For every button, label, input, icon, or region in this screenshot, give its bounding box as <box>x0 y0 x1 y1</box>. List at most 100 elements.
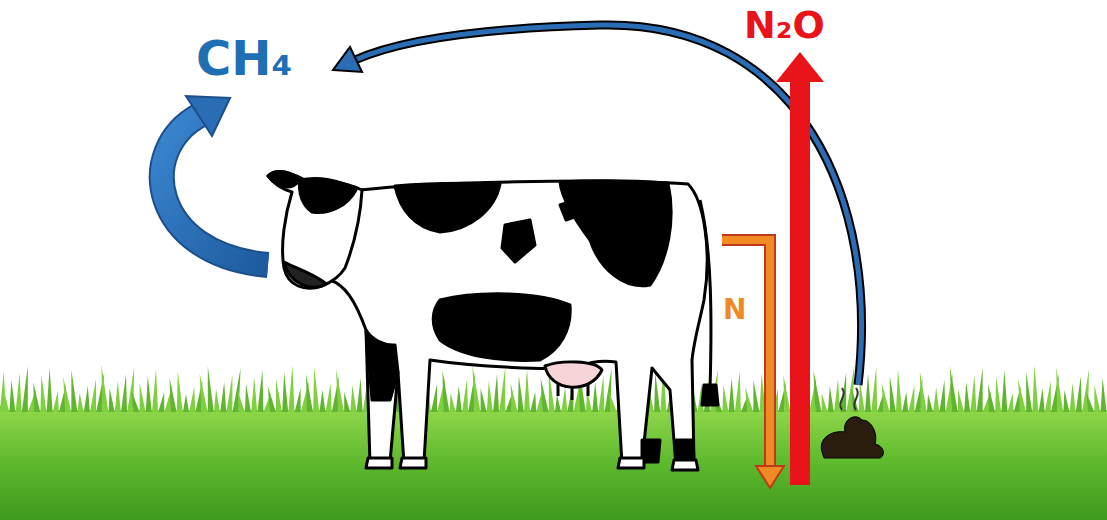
grass-blade <box>729 378 735 412</box>
grass-blade <box>1086 392 1094 412</box>
grass-blade <box>530 392 536 412</box>
grass-blade <box>109 388 115 412</box>
nitrogen-arrowhead <box>756 466 784 488</box>
grass-blade <box>214 389 220 412</box>
grass-blade <box>865 374 871 412</box>
grass-blade <box>344 392 350 412</box>
nitrogen-arrow <box>722 240 770 470</box>
grass-blade <box>950 366 958 412</box>
cow-patch <box>366 330 398 400</box>
grass-blade <box>735 371 741 412</box>
grass-blade <box>22 366 28 412</box>
grass-blade <box>251 377 257 412</box>
grass-blade <box>306 374 313 412</box>
cow-udder <box>545 362 602 387</box>
grass-blade <box>541 378 549 412</box>
cow-patch <box>395 183 500 232</box>
grass-blade <box>101 365 108 412</box>
grass-blade <box>958 389 964 412</box>
grass-blade <box>121 374 127 412</box>
grass-blade <box>357 378 363 412</box>
grass-blade <box>487 381 493 412</box>
grass-blade <box>1008 393 1014 412</box>
grass-blade <box>140 383 146 412</box>
cow-body <box>330 181 707 466</box>
grass-blade <box>245 384 251 412</box>
grass-blade <box>442 370 449 412</box>
grass-blade <box>964 382 970 412</box>
grass-blade <box>902 392 908 412</box>
grass-blade <box>313 367 319 412</box>
grass-blade <box>456 386 462 412</box>
grass-blade <box>499 367 505 412</box>
grass-blade <box>745 387 753 412</box>
grass-blade <box>1101 378 1107 412</box>
nitrous-oxide-label: N₂O <box>744 6 825 44</box>
grass-blade <box>84 386 90 412</box>
grass-blade <box>1070 383 1076 412</box>
grass-blade <box>431 384 437 412</box>
grass-blade <box>1039 388 1045 412</box>
methane-arrowhead <box>186 96 230 136</box>
grass-blade <box>524 369 530 412</box>
grass-blade <box>518 376 524 412</box>
grass-blade <box>896 369 902 412</box>
cow-hooves <box>366 458 698 470</box>
grass-blade <box>890 376 896 412</box>
grass-blade <box>288 365 294 412</box>
grass-blade <box>71 370 77 412</box>
grass-blade <box>183 394 189 412</box>
grass-blade <box>336 369 344 412</box>
grass-blade <box>319 390 325 412</box>
dung-methane-arrowhead <box>333 47 362 72</box>
grass-blade <box>592 382 598 412</box>
grass-blade <box>493 374 499 412</box>
grass-blade <box>859 381 865 412</box>
grass-blade <box>9 380 15 412</box>
grass-blade <box>152 369 158 412</box>
cow-teats <box>558 384 588 400</box>
grass-blade <box>722 385 728 412</box>
grass-blade <box>481 388 487 412</box>
grass-blade <box>555 394 561 412</box>
grass-blade <box>753 380 759 412</box>
grass-blade <box>920 371 927 412</box>
grass-blade <box>908 385 914 412</box>
grass-blade <box>115 381 121 412</box>
grass-blade <box>834 379 840 412</box>
grass-blade <box>462 379 468 412</box>
grass-blade <box>295 388 301 412</box>
grass-blade <box>939 380 945 412</box>
grass-blade <box>1056 367 1063 412</box>
nitrous-oxide-arrowhead <box>776 52 824 82</box>
cow-patch <box>502 220 535 262</box>
grass-blade <box>16 373 22 412</box>
cow-muzzle <box>284 262 326 287</box>
grass-blade <box>90 379 96 412</box>
methane-label: CH₄ <box>196 34 292 82</box>
nitrogen-label: N <box>723 296 746 324</box>
grass-blade <box>598 375 604 412</box>
grass-blade <box>276 379 282 412</box>
grass-blade <box>813 370 821 412</box>
grass-blade <box>871 367 877 412</box>
grass-blade <box>63 377 71 412</box>
grass-blade <box>350 385 356 412</box>
dung-methane-arc <box>355 25 862 385</box>
grass-blade <box>1094 385 1100 412</box>
grass-blade <box>238 391 245 412</box>
grass-blade <box>257 370 263 412</box>
cow-head-patch <box>300 178 357 212</box>
grass-blade <box>828 386 834 412</box>
grass-blade <box>200 373 208 412</box>
nitrogen-arrow-outline <box>722 240 770 470</box>
grass-blade <box>158 392 164 412</box>
grass-blade <box>131 390 139 412</box>
grass-blade <box>977 368 983 412</box>
cow-head <box>268 172 362 289</box>
dung <box>821 388 883 458</box>
grass-blade <box>822 393 828 412</box>
grass-blade <box>1001 370 1007 412</box>
